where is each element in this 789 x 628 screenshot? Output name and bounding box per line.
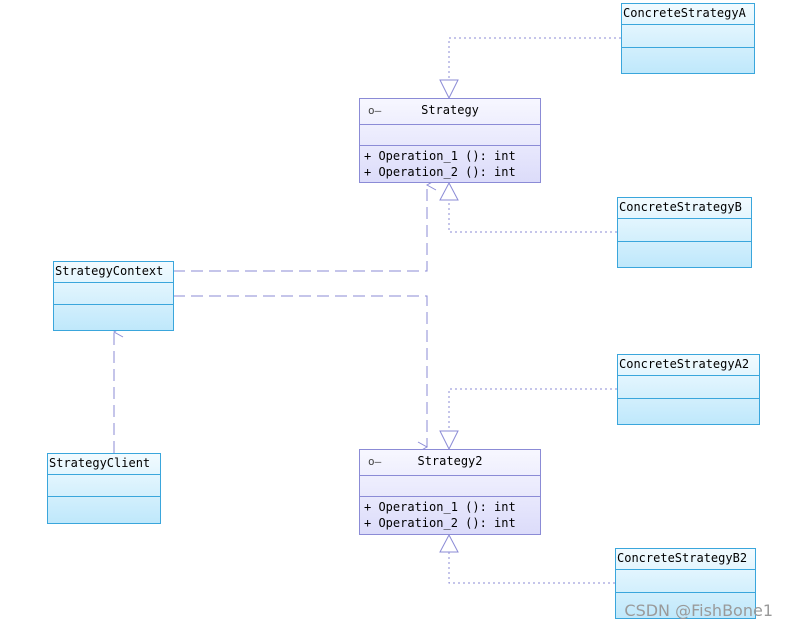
class-attributes <box>54 282 173 304</box>
strategy-operations: + Operation_1 (): int + Operation_2 (): … <box>360 145 540 182</box>
strategy2-interface[interactable]: o– Strategy2 + Operation_1 (): int + Ope… <box>359 449 541 535</box>
realization-triangle-concrete-a <box>439 79 459 100</box>
class-attributes <box>618 375 759 398</box>
strategy-interface[interactable]: o– Strategy + Operation_1 (): int + Oper… <box>359 98 541 183</box>
realization-triangle-concrete-b <box>439 181 459 201</box>
class-name: StrategyClient <box>49 456 151 470</box>
strategy-operation-1: + Operation_1 (): int <box>364 149 516 163</box>
strategy2-operations: + Operation_1 (): int + Operation_2 (): … <box>360 496 540 533</box>
class-operations <box>616 592 755 618</box>
class-name: ConcreteStrategyA2 <box>619 357 750 371</box>
class-name: ConcreteStrategyA <box>623 6 746 20</box>
class-name: ConcreteStrategyB <box>619 200 742 214</box>
interface-lollipop-icon: o– <box>368 104 382 117</box>
strategy2-header: o– Strategy2 <box>360 450 540 475</box>
strategy2-operation-2: + Operation_2 (): int <box>364 516 516 530</box>
strategy2-attributes <box>360 475 540 496</box>
class-operations <box>618 398 759 424</box>
realization-line-concrete-b2 <box>448 552 615 584</box>
strategy2-name: Strategy2 <box>417 454 483 468</box>
realization-line-concrete-a <box>448 37 621 80</box>
class-strategy-client[interactable]: StrategyClient <box>47 453 161 524</box>
dependency-context-to-strategy <box>173 185 427 272</box>
strategy-name: Strategy <box>421 103 479 117</box>
realization-triangle-concrete-a2 <box>439 430 459 451</box>
class-concrete-strategy-b[interactable]: ConcreteStrategyB <box>617 197 752 268</box>
class-name: StrategyContext <box>55 264 164 278</box>
watermark: CSDN @FishBone1 <box>624 601 773 620</box>
class-attributes <box>618 218 751 241</box>
class-strategy-context[interactable]: StrategyContext <box>53 261 174 331</box>
interface-lollipop-icon: o– <box>368 455 382 468</box>
class-attributes <box>616 569 755 592</box>
strategy-header: o– Strategy <box>360 99 540 124</box>
class-operations <box>54 304 173 330</box>
realization-triangle-concrete-b2 <box>439 533 459 553</box>
strategy-operation-2: + Operation_2 (): int <box>364 165 516 179</box>
class-operations <box>48 496 160 523</box>
strategy2-operation-1: + Operation_1 (): int <box>364 500 516 514</box>
class-name: ConcreteStrategyB2 <box>617 551 748 565</box>
realization-line-concrete-a2 <box>448 388 617 431</box>
class-attributes <box>48 474 160 496</box>
class-concrete-strategy-a[interactable]: ConcreteStrategyA <box>621 3 755 74</box>
dependency-context-to-strategy2 <box>173 295 427 447</box>
class-operations <box>618 241 751 267</box>
class-concrete-strategy-b2[interactable]: ConcreteStrategyB2 <box>615 548 756 619</box>
realization-line-concrete-b <box>448 200 617 233</box>
strategy-attributes <box>360 124 540 145</box>
class-concrete-strategy-a2[interactable]: ConcreteStrategyA2 <box>617 354 760 425</box>
class-attributes <box>622 24 754 47</box>
class-operations <box>622 47 754 73</box>
